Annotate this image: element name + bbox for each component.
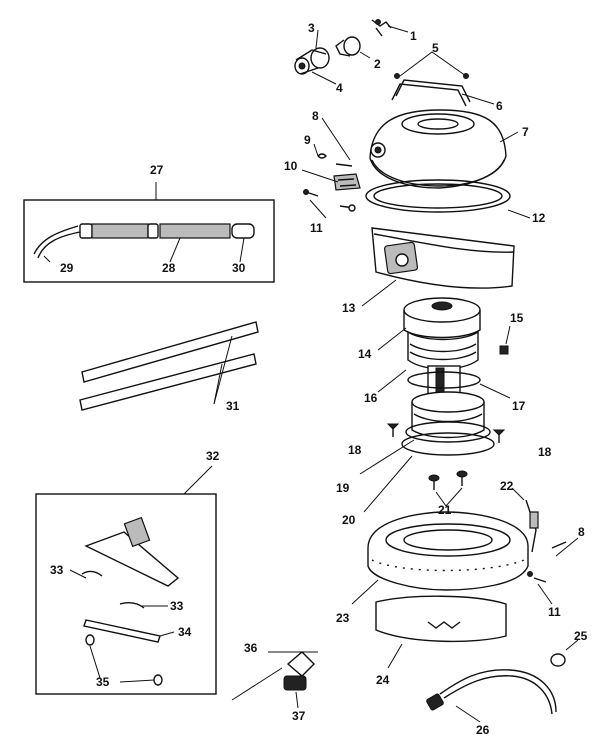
- part-label-35: 35: [96, 675, 110, 689]
- part-11-screws-top: [303, 189, 356, 212]
- hose-group-box: [23, 199, 275, 283]
- part-24-filter-band: [375, 595, 507, 643]
- part-label-16: 16: [364, 391, 378, 405]
- floor-tool-group-box: [35, 493, 217, 695]
- part-10-switch: [333, 173, 361, 191]
- part-label-27: 27: [150, 163, 164, 177]
- part-label-2: 2: [374, 57, 381, 71]
- part-label-14: 14: [358, 347, 372, 361]
- part-label-4: 4: [336, 81, 343, 95]
- part-22-latch: [525, 499, 539, 553]
- part-label-11-top: 11: [310, 221, 323, 235]
- part-15-screw: [499, 345, 509, 355]
- part-18-screw-right: [492, 429, 506, 443]
- part-label-9: 9: [304, 133, 311, 147]
- part-label-6: 6: [496, 99, 503, 113]
- part-23-tank-ring: [367, 511, 529, 591]
- part-21-screws: [428, 470, 468, 490]
- part-label-5: 5: [432, 41, 439, 55]
- part-16-motor: [407, 330, 479, 370]
- part-label-31: 31: [226, 399, 240, 413]
- part-label-33-left: 33: [50, 563, 64, 577]
- part-label-37: 37: [292, 709, 306, 723]
- part-label-26: 26: [476, 723, 490, 737]
- part-31-wands: [79, 321, 259, 411]
- part-7-lid: [369, 109, 507, 189]
- part-label-20: 20: [342, 513, 356, 527]
- part-label-32: 32: [206, 449, 220, 463]
- part-label-22: 22: [500, 479, 514, 493]
- part-label-25: 25: [574, 629, 588, 643]
- part-19-gasket: [405, 421, 491, 443]
- part-37-nozzle: [283, 651, 315, 691]
- part-label-8-right: 8: [578, 525, 585, 539]
- part-label-18-left: 18: [348, 443, 362, 457]
- part-label-33-right: 33: [170, 599, 184, 613]
- part-label-28: 28: [162, 261, 176, 275]
- part-label-13: 13: [342, 301, 356, 315]
- part-34-squeegee: [83, 619, 161, 643]
- part-2-caster-clip: [335, 36, 361, 57]
- part-17-motor-shaft: [407, 365, 481, 397]
- part-label-17: 17: [512, 399, 526, 413]
- part-label-23: 23: [336, 611, 350, 625]
- part-label-12: 12: [532, 211, 546, 225]
- part-motor-fan-housing: [411, 391, 485, 439]
- part-label-11-right: 11: [548, 605, 561, 619]
- part-25-cap: [550, 653, 566, 667]
- part-35-clips: [85, 634, 163, 686]
- part-12-gasket: [365, 179, 511, 213]
- part-1-screw: [371, 19, 392, 37]
- part-label-8-top: 8: [312, 109, 319, 123]
- part-label-36: 36: [244, 641, 258, 655]
- part-floor-tool: [84, 516, 180, 587]
- part-9-spring: [317, 153, 327, 159]
- part-label-7: 7: [522, 125, 529, 139]
- part-label-3: 3: [308, 21, 315, 35]
- part-8-pin: [335, 163, 353, 167]
- part-13-band: [371, 227, 515, 289]
- part-label-15: 15: [510, 311, 524, 325]
- part-26-power-cord: [426, 669, 557, 715]
- part-5-6-handle: [391, 73, 471, 107]
- part-8-pin-right: [551, 541, 567, 549]
- part-label-19: 19: [336, 481, 350, 495]
- part-label-29: 29: [60, 261, 74, 275]
- part-33-wipers: [81, 570, 145, 609]
- part-number-labels: 1 2 3 4 5 6 7 8 9 10 11 12 13 14 15 16 1…: [50, 21, 588, 737]
- part-3-4-caster-bracket: [294, 47, 330, 75]
- part-label-1: 1: [410, 29, 417, 43]
- part-label-34: 34: [178, 625, 192, 639]
- part-label-24: 24: [376, 673, 390, 687]
- part-hose-sections: [79, 223, 255, 239]
- part-label-18-right: 18: [538, 445, 552, 459]
- part-label-30: 30: [232, 261, 246, 275]
- part-29-elbow: [33, 225, 81, 259]
- part-11-screws-right: [527, 571, 547, 583]
- part-14-motor-cover: [403, 297, 481, 339]
- part-20-ring: [401, 432, 495, 456]
- part-18-screw-left: [386, 423, 400, 437]
- part-label-21: 21: [438, 503, 452, 517]
- leader-lines: [43, 25, 579, 723]
- part-label-10: 10: [284, 159, 298, 173]
